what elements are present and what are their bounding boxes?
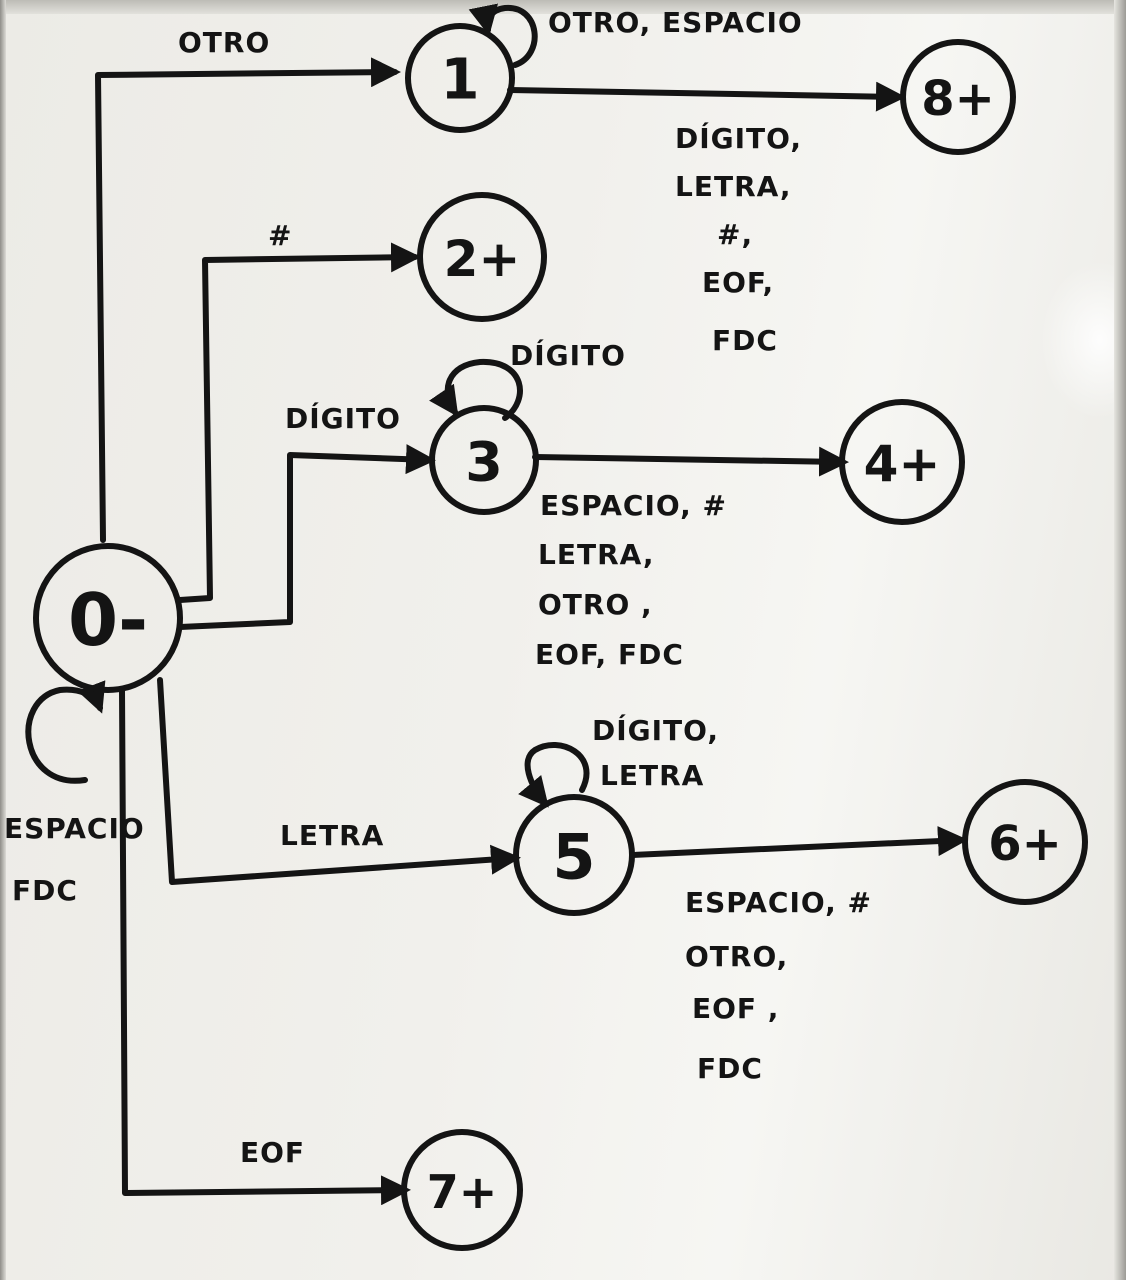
state-8: 8+	[900, 39, 1016, 155]
label-3-to-4-line2: LETRA,	[538, 538, 654, 571]
state-5-label: 5	[552, 821, 595, 894]
state-8-label: 8+	[921, 71, 995, 127]
label-5-self-loop-line1: DÍGITO,	[592, 713, 719, 747]
edge-0-to-7	[119, 687, 411, 1206]
state-1: 1	[405, 23, 515, 133]
label-5-to-6-line1: ESPACIO, #	[685, 886, 872, 919]
label-0-self-loop-line1: ESPACIO	[4, 812, 145, 845]
label-0-to-2: #	[268, 219, 292, 252]
edge-0-to-2	[177, 242, 421, 603]
label-1-to-8-line3: #,	[717, 218, 753, 251]
label-0-to-3: DÍGITO	[285, 401, 401, 435]
state-2-label: 2+	[444, 230, 521, 288]
edge-3-to-4	[532, 446, 849, 477]
edge-0-to-3	[177, 444, 436, 630]
edge-0-self-loop	[25, 680, 106, 784]
state-7: 7+	[401, 1129, 523, 1251]
edge-0-to-1	[95, 57, 401, 543]
label-1-to-8-line4: EOF,	[702, 266, 774, 299]
state-1-label: 1	[441, 48, 480, 113]
state-7-label: 7+	[427, 1165, 498, 1219]
edge-3-self-loop	[429, 358, 523, 421]
state-4: 4+	[839, 399, 965, 525]
label-5-self-loop-line2: LETRA	[600, 759, 704, 792]
label-3-to-4-line4: EOF, FDC	[535, 638, 684, 671]
label-5-to-6-line3: EOF ,	[692, 992, 779, 1025]
state-0: 0-	[33, 543, 183, 693]
label-3-to-4-line1: ESPACIO, #	[540, 489, 727, 522]
board-frame-right	[1114, 0, 1126, 1280]
edge-0-to-5	[157, 677, 521, 885]
label-5-to-6-line2: OTRO,	[685, 940, 788, 973]
label-0-to-5: LETRA	[280, 819, 384, 852]
label-1-to-8-line1: DÍGITO,	[675, 121, 802, 155]
state-2: 2+	[417, 192, 547, 322]
edge-1-self-loop	[468, 3, 538, 68]
label-5-to-6-line4: FDC	[697, 1052, 763, 1085]
state-4-label: 4+	[864, 435, 941, 493]
label-0-self-loop-line2: FDC	[12, 874, 78, 907]
label-0-to-1: OTRO	[178, 26, 270, 59]
state-3: 3	[429, 405, 539, 515]
label-3-self-loop: DÍGITO	[510, 338, 626, 372]
label-1-self-loop: OTRO, ESPACIO	[548, 6, 803, 39]
board-frame-top	[0, 0, 1126, 14]
state-5: 5	[513, 794, 635, 916]
state-6: 6+	[962, 779, 1088, 905]
edge-5-self-loop	[518, 742, 590, 808]
light-glare	[1040, 260, 1126, 420]
state-6-label: 6+	[988, 816, 1062, 872]
edge-1-to-8	[507, 81, 906, 112]
edge-5-to-6	[629, 826, 968, 858]
label-0-to-7: EOF	[240, 1136, 305, 1169]
state-3-label: 3	[465, 431, 503, 494]
state-0-label: 0-	[68, 578, 148, 662]
label-1-to-8-line2: LETRA,	[675, 170, 791, 203]
label-3-to-4-line3: OTRO ,	[538, 588, 653, 621]
label-1-to-8-line5: FDC	[712, 324, 778, 357]
board-frame-left	[0, 0, 6, 1280]
